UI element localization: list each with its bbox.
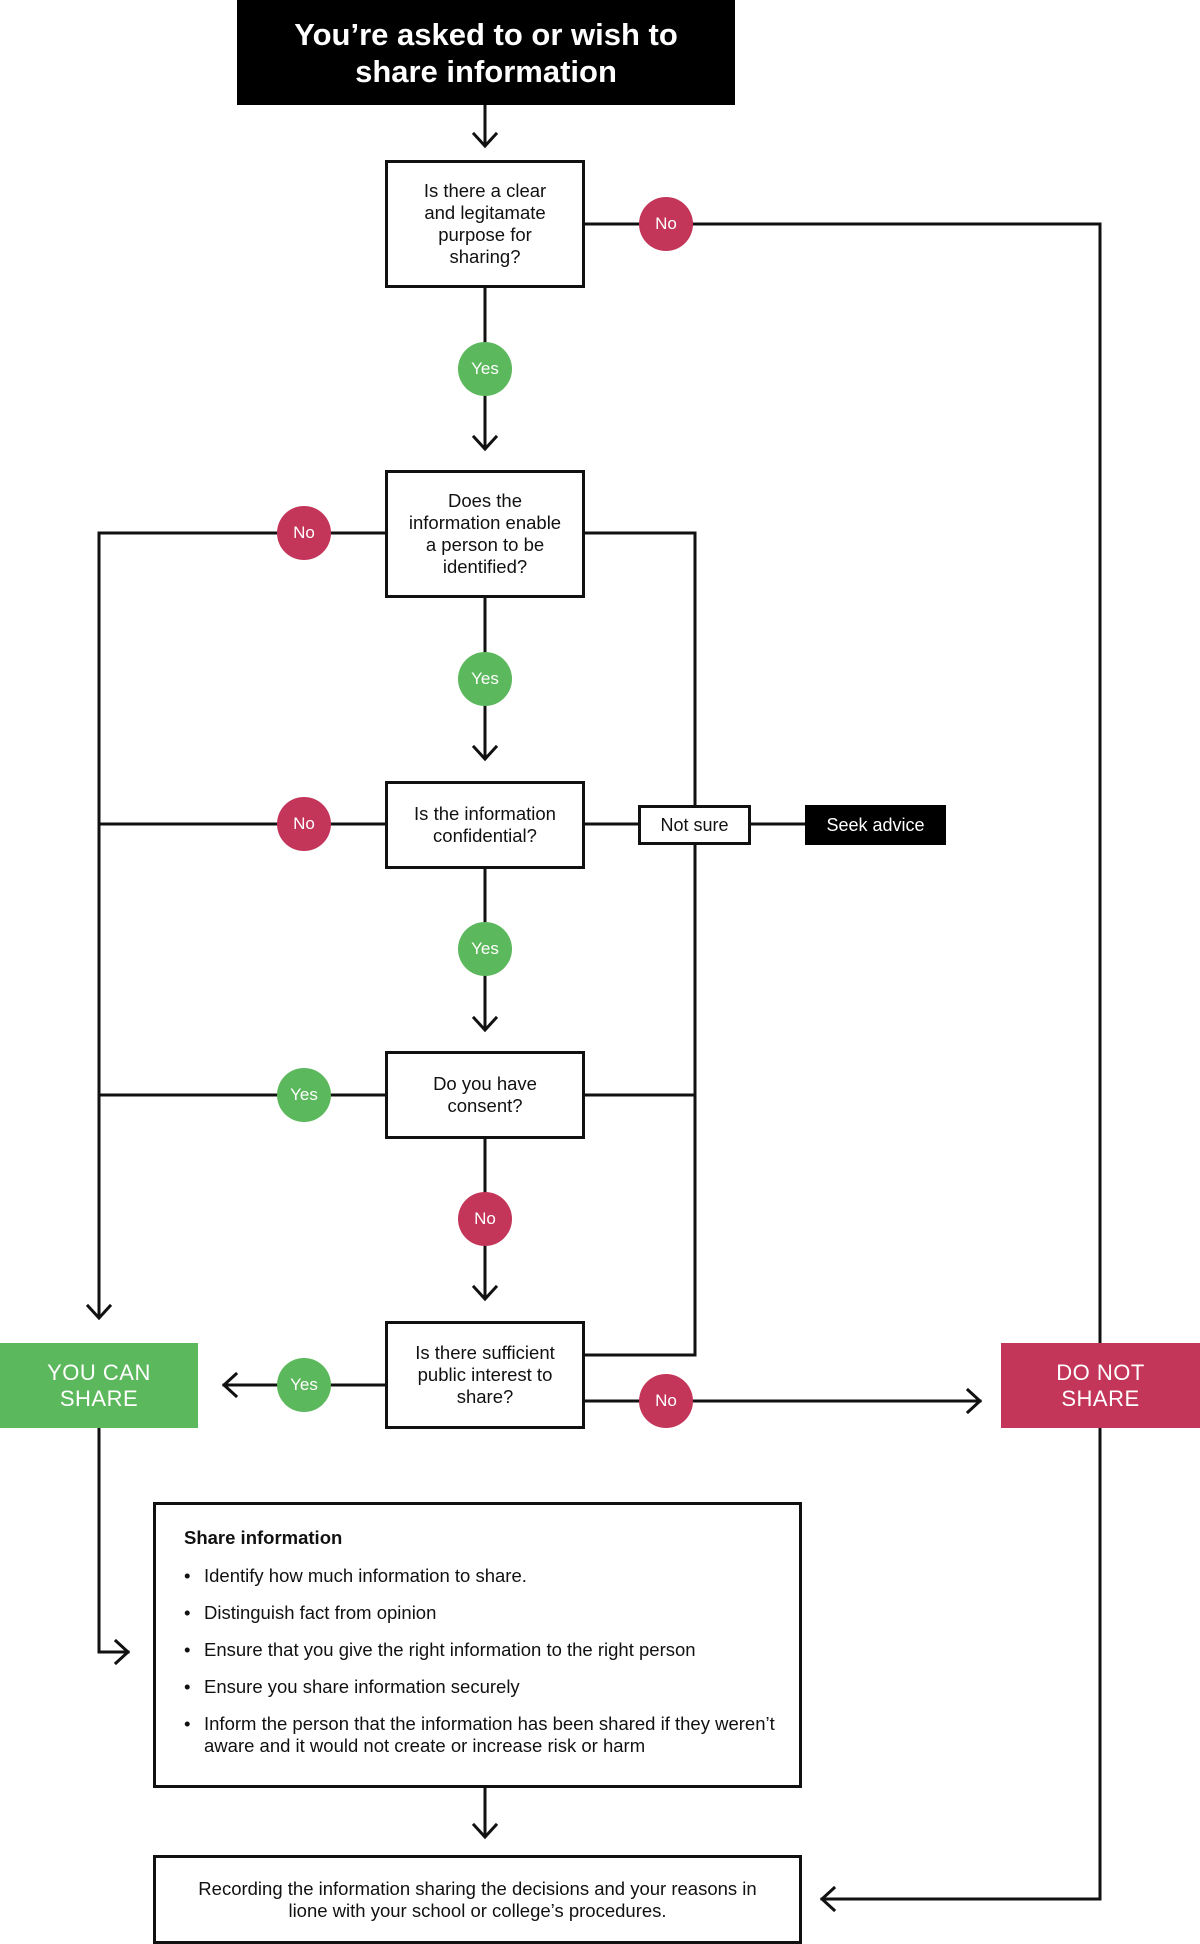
not-sure-label: Not sure [660,814,729,835]
no-badge-label: No [474,1209,496,1228]
question-box-consent: Do you have consent? [385,1051,585,1139]
question-text-purpose: Is there a clear and legitamate purpose … [423,180,547,267]
question-text-identifiable: Does the information enable a person to … [408,490,562,577]
you-can-share-label: YOU CAN SHARE [47,1359,151,1411]
recording-box: Recording the information sharing the de… [153,1855,802,1944]
do-not-share-label: DO NOT SHARE [1056,1359,1145,1411]
recording-text: Recording the information sharing the de… [198,1877,757,1921]
yes-badge-purpose: Yes [458,342,512,396]
question-text-consent: Do you have consent? [433,1073,537,1116]
yes-badge-label: Yes [471,939,499,958]
list-item: Ensure you share information securely [184,1676,775,1698]
yes-badge-label: Yes [471,359,499,378]
no-badge-label: No [293,523,315,542]
share-information-list: Identify how much information to share. … [184,1565,775,1757]
yes-badge-identifiable: Yes [458,652,512,706]
list-item: Ensure that you give the right informati… [184,1639,775,1661]
seek-advice-label: Seek advice [826,814,925,835]
flow-title-text: You’re asked to or wish to share informa… [294,16,678,89]
list-item: Distinguish fact from opinion [184,1602,775,1624]
not-sure-box: Not sure [638,805,751,845]
yes-badge-public-interest: Yes [277,1358,331,1412]
no-badge-label: No [655,214,677,233]
question-text-confidential: Is the information confidential? [414,803,556,846]
question-box-identifiable: Does the information enable a person to … [385,470,585,598]
list-item: Inform the person that the information h… [184,1713,775,1757]
yes-badge-label: Yes [290,1375,318,1394]
yes-badge-consent: Yes [277,1068,331,1122]
no-badge-identifiable: No [277,506,331,560]
list-item: Identify how much information to share. [184,1565,775,1587]
yes-badge-label: Yes [290,1085,318,1104]
share-information-box: Share information Identify how much info… [153,1502,802,1788]
no-badge-label: No [655,1391,677,1410]
no-badge-confidential: No [277,797,331,851]
do-not-share-box: DO NOT SHARE [1001,1343,1200,1428]
seek-advice-box: Seek advice [805,805,946,845]
question-box-confidential: Is the information confidential? [385,781,585,869]
no-badge-label: No [293,814,315,833]
share-information-heading: Share information [184,1527,343,1548]
yes-badge-confidential: Yes [458,922,512,976]
question-box-public-interest: Is there sufficient public interest to s… [385,1321,585,1429]
no-badge-public-interest: No [639,1374,693,1428]
question-box-purpose: Is there a clear and legitamate purpose … [385,160,585,288]
question-text-public-interest: Is there sufficient public interest to s… [415,1342,555,1407]
you-can-share-box: YOU CAN SHARE [0,1343,198,1428]
flow-title: You’re asked to or wish to share informa… [237,0,735,105]
yes-badge-label: Yes [471,669,499,688]
no-badge-purpose: No [639,197,693,251]
no-badge-consent: No [458,1192,512,1246]
